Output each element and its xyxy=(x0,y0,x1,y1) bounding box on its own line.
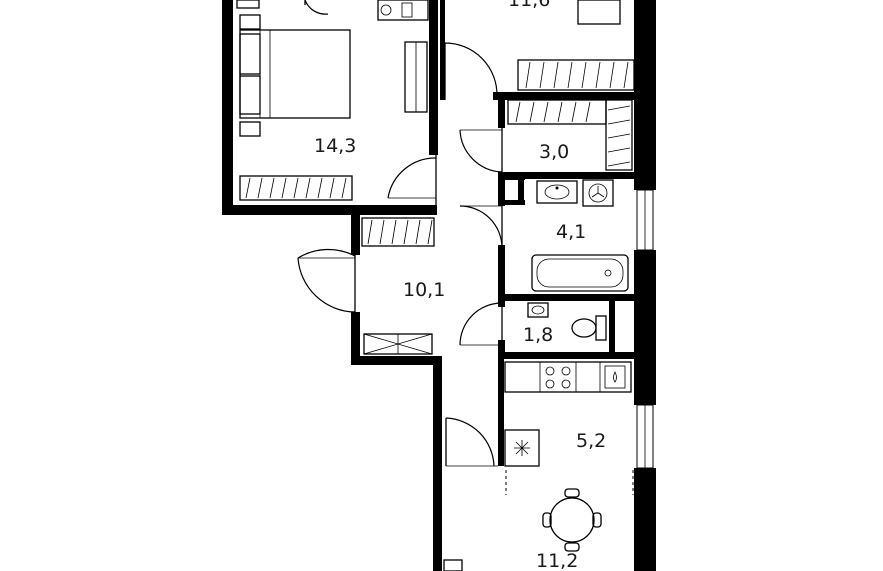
area-bedroom-2: 11,6 xyxy=(508,0,550,11)
shoe-rack-icon xyxy=(363,333,433,355)
area-bedroom-1: 14,3 xyxy=(314,135,356,157)
doors xyxy=(297,0,634,495)
desk-icon xyxy=(236,0,429,113)
area-hallway: 10,1 xyxy=(403,279,445,301)
fan-icon xyxy=(504,429,540,467)
sofa-icon xyxy=(443,559,463,571)
walls xyxy=(222,0,656,571)
area-living: 11,2 xyxy=(536,550,578,571)
hallway-wardrobe-icon xyxy=(361,217,435,247)
dining-table-icon xyxy=(542,488,602,552)
sink-icon xyxy=(536,180,578,204)
washing-machine-icon xyxy=(582,179,614,207)
area-wardrobe: 3,0 xyxy=(539,141,569,163)
area-kitchen: 5,2 xyxy=(576,430,606,452)
windows xyxy=(636,189,654,469)
bathtub-icon xyxy=(531,254,629,292)
area-toilet: 1,8 xyxy=(523,324,553,346)
wardrobe-shelves xyxy=(507,99,633,171)
bedroom-2-furniture xyxy=(517,0,635,91)
stove-icon xyxy=(504,361,632,393)
bed-icon xyxy=(239,14,351,137)
toilet-icon xyxy=(571,315,607,341)
area-bathroom: 4,1 xyxy=(556,221,586,243)
toilet-sink-icon xyxy=(527,302,549,318)
wardrobe-icon xyxy=(239,175,353,201)
